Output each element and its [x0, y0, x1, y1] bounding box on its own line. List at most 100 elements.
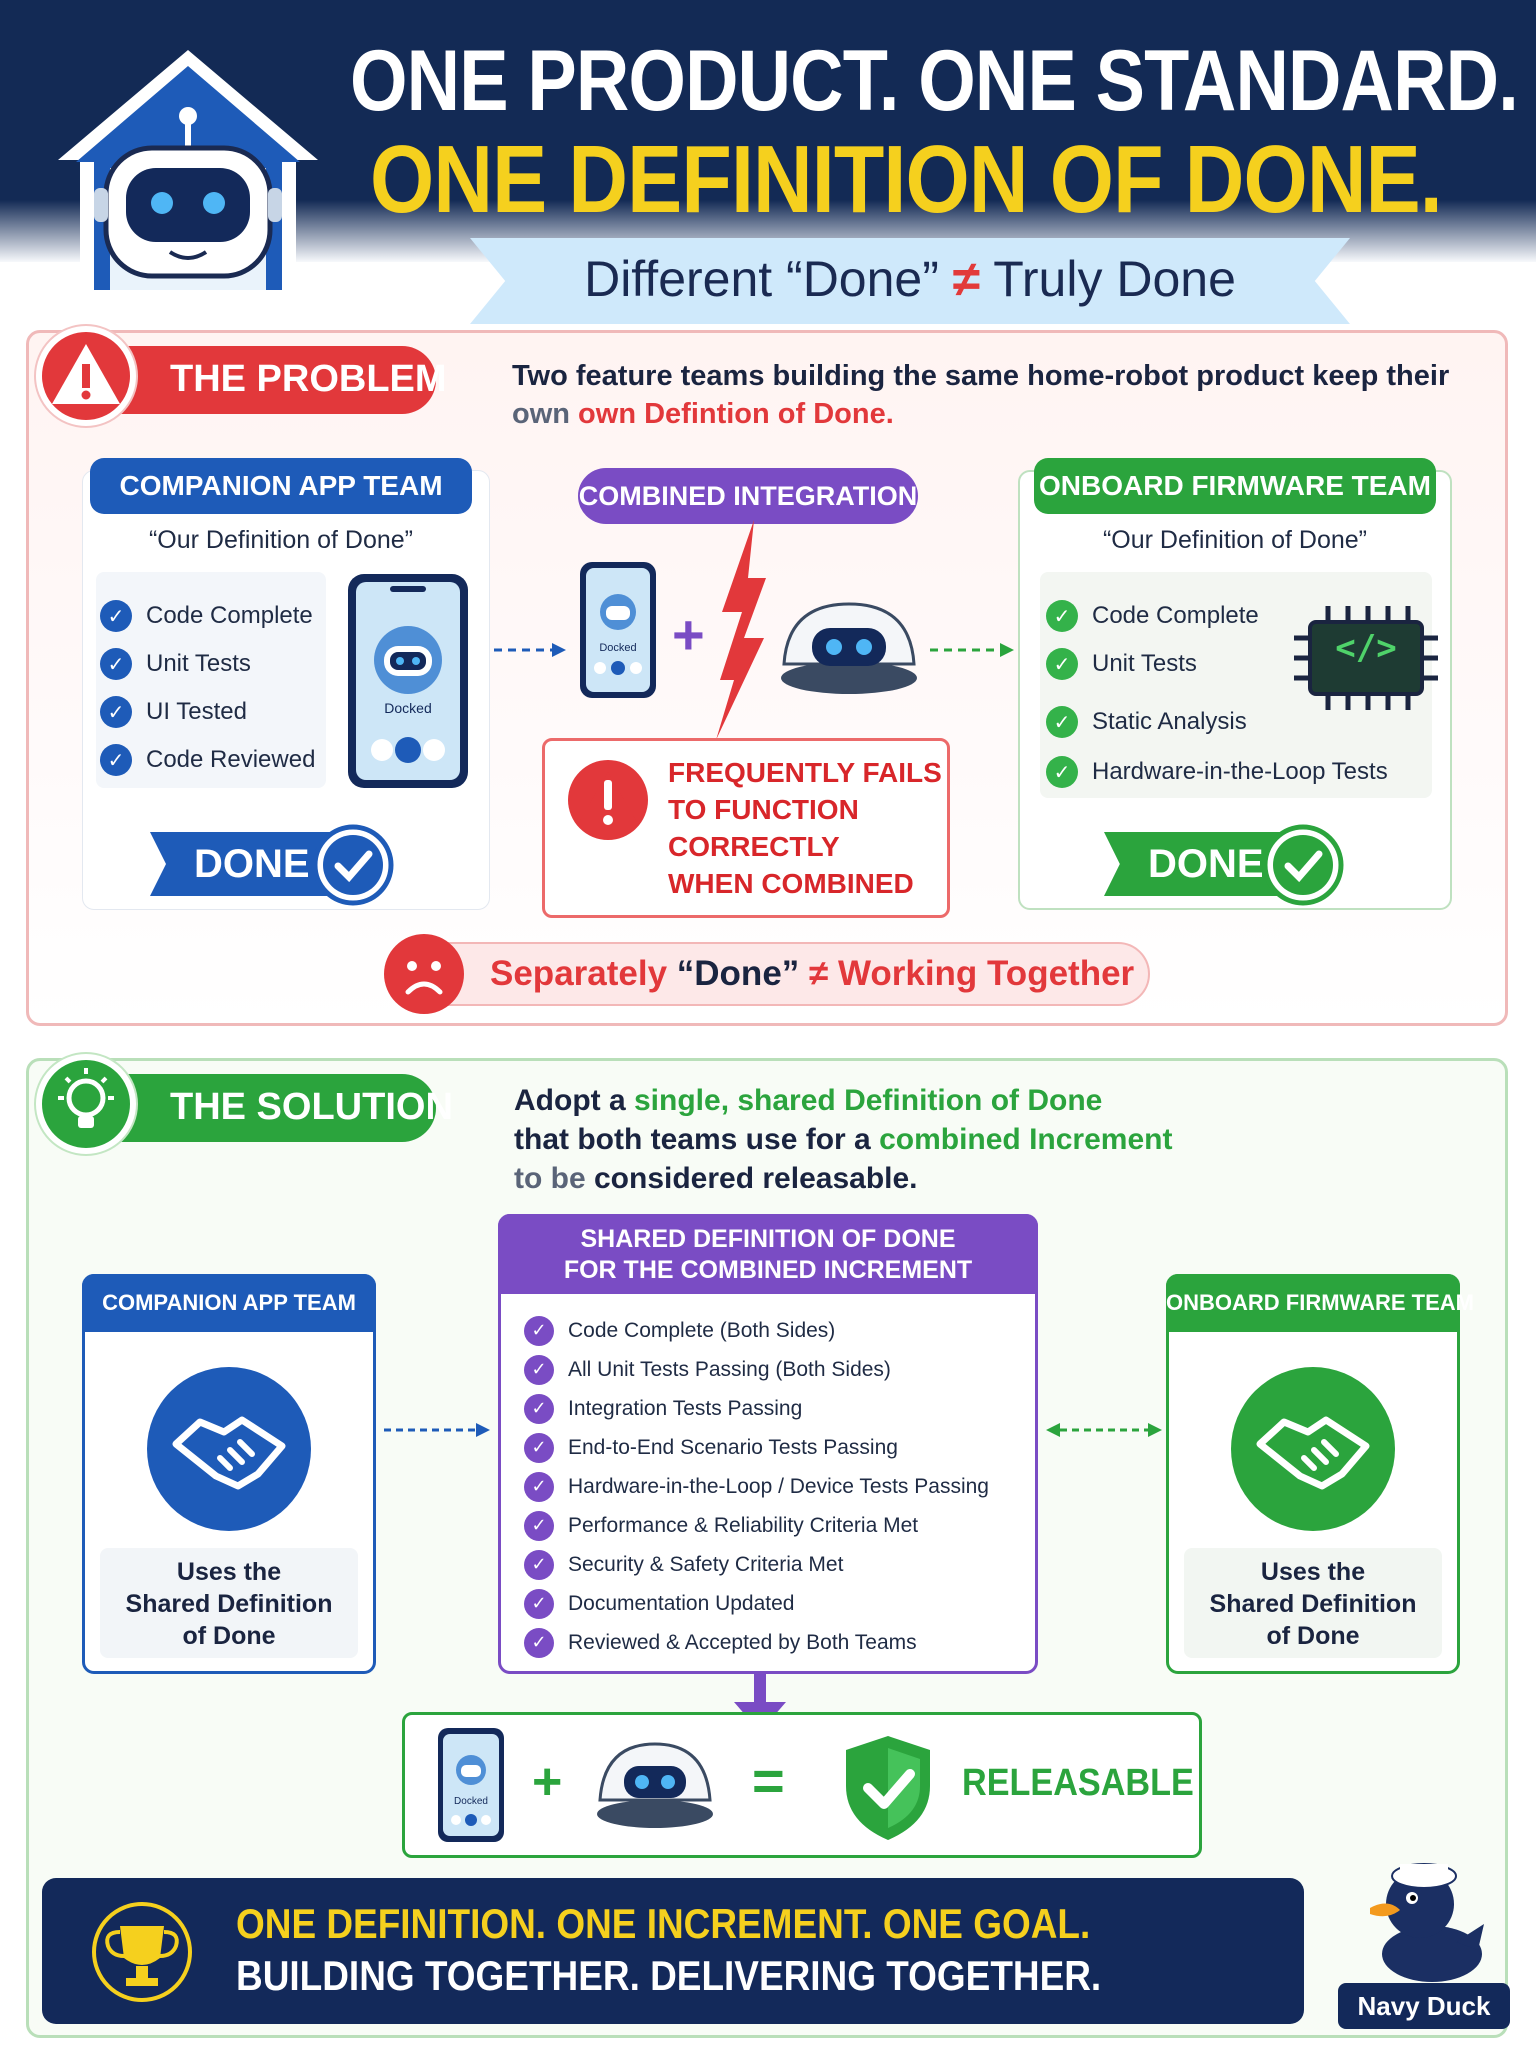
checklist-item-label: Unit Tests: [1092, 650, 1197, 677]
subtitle-ribbon: [470, 238, 1350, 324]
handshake-icon: [1230, 1366, 1396, 1537]
lightbulb-icon: [36, 1054, 136, 1154]
solution-intro-text: that both teams use for a: [514, 1123, 880, 1156]
checklist-item: ✓ Unit Tests: [1046, 640, 1388, 688]
checklist-item-label: Performance & Reliability Criteria Met: [568, 1513, 919, 1537]
phone-icon: [346, 572, 470, 795]
lightning-icon: [712, 520, 772, 745]
result-phone-label: Docked: [454, 1796, 488, 1807]
sad-face-icon: [382, 932, 466, 1021]
checklist-item: ✓Unit Tests: [100, 640, 315, 688]
integration-title: COMBINED INTEGRATION: [578, 468, 918, 524]
phone-docked-label: Docked: [384, 700, 432, 716]
solution-intro-text: to be: [514, 1162, 594, 1195]
footer-line1: ONE DEFINITION. ONE INCREMENT. ONE GOAL.: [236, 1900, 1091, 1947]
shared-dod-checklist: ✓Code Complete (Both Sides) ✓ All Unit Te…: [524, 1311, 989, 1662]
problem-tag: THE PROBLEM: [80, 346, 447, 414]
checklist-item-label: Documentation Updated: [568, 1591, 795, 1615]
check-icon: ✓: [524, 1315, 554, 1346]
check-icon: ✓: [524, 1471, 554, 1502]
ribbon-text-part2: Truly Done: [980, 251, 1236, 307]
phone-icon: [436, 1726, 506, 1849]
check-icon: ✓: [1046, 706, 1078, 738]
page-title-line2: ONE DEFINITION OF DONE.: [370, 126, 1443, 233]
check-icon: ✓: [524, 1510, 554, 1541]
checklist-item-label: Reviewed & Accepted by Both Teams: [568, 1630, 917, 1654]
robot-icon: [594, 1740, 716, 1837]
fail-line: CORRECTLY: [668, 831, 840, 862]
caption-line: Uses the: [1260, 1558, 1366, 1586]
checklist-item: ✓Code Complete (Both Sides): [524, 1311, 989, 1350]
check-icon: ✓: [1046, 648, 1078, 680]
solution-intro-text: Adopt a: [514, 1084, 634, 1117]
solution-app-caption: Uses the Shared Definition of Done: [100, 1556, 358, 1652]
fail-text: FREQUENTLY FAILS TO FUNCTION CORRECTLY W…: [668, 754, 942, 902]
verdict-part2: “Done”: [676, 954, 800, 993]
caption-line: Shared Definition: [1209, 1590, 1417, 1618]
verdict-banner: [404, 942, 1150, 1006]
releasable-label: RELEASABLE: [962, 1762, 1194, 1804]
check-icon: ✓: [524, 1588, 554, 1619]
arrow-icon: [1046, 1422, 1162, 1443]
caption-line: of Done: [182, 1622, 276, 1650]
not-equal-symbol: ≠: [799, 954, 838, 993]
problem-intro: Two feature teams building the same home…: [512, 357, 1502, 433]
solution-intro-highlight: single, shared Definition of Done: [634, 1084, 1103, 1117]
checklist-item: ✓Reviewed & Accepted by Both Teams: [524, 1623, 989, 1662]
firmware-checklist: ✓Code Complete ✓Unit Tests ✓Static Analy…: [1046, 592, 1388, 798]
checklist-item: ✓ Documentation Updated: [524, 1584, 989, 1623]
firmware-team-subtitle: “Our Definition of Done”: [1102, 526, 1367, 554]
checklist-item: ✓ Code Complete: [1046, 592, 1388, 640]
result-box: [402, 1712, 1202, 1858]
integration-phone-label: Docked: [599, 642, 637, 654]
checklist-item-label: Integration Tests Passing: [568, 1396, 803, 1420]
fail-line: TO FUNCTION: [668, 794, 859, 825]
caption-line: Shared Definition: [125, 1590, 333, 1618]
solution-app-team-title: COMPANION APP TEAM: [82, 1274, 376, 1332]
checklist-item-label: All Unit Tests Passing (Both Sides): [568, 1357, 891, 1381]
shared-dod-title-line2: FOR THE COMBINED INCREMENT: [563, 1256, 973, 1284]
checklist-item: ✓Code Reviewed: [100, 736, 315, 784]
not-equal-symbol: ≠: [952, 251, 981, 307]
check-icon: ✓: [100, 696, 132, 728]
trophy-icon: [80, 1900, 204, 2009]
duck-mascot-icon: [1360, 1846, 1492, 1991]
checklist-item: ✓ Hardware-in-the-Loop Tests: [1046, 746, 1388, 798]
app-team-title: COMPANION APP TEAM: [90, 458, 472, 514]
check-icon: ✓: [100, 600, 132, 632]
check-icon: ✓: [524, 1354, 554, 1385]
check-icon: ✓: [524, 1549, 554, 1580]
robot-house-icon: [48, 40, 328, 325]
problem-intro-line1: Two feature teams building the same home…: [512, 360, 1450, 392]
verdict-part1: Separately: [490, 954, 677, 993]
checklist-item-label: Code Complete: [146, 602, 313, 629]
shared-dod-title-line1: SHARED DEFINITION OF DONE: [580, 1225, 956, 1253]
check-icon: ✓: [1046, 600, 1078, 632]
checklist-item: ✓End-to-End Scenario Tests Passing: [524, 1428, 989, 1467]
checklist-item-label: Hardware-in-the-Loop / Device Tests Pass…: [568, 1474, 989, 1498]
arrow-icon: [384, 1422, 490, 1443]
firmware-team-title: ONBOARD FIRMWARE TEAM: [1034, 458, 1436, 514]
check-icon: ✓: [1046, 756, 1078, 788]
check-icon: ✓: [524, 1393, 554, 1424]
checklist-item-label: Code Reviewed: [146, 746, 316, 773]
check-icon: ✓: [524, 1432, 554, 1463]
arrow-icon: [930, 642, 1014, 663]
brand-label: Navy Duck: [1338, 1983, 1510, 2029]
checklist-item-label: Code Complete: [1092, 602, 1259, 629]
chip-code-label: </>: [1335, 628, 1397, 668]
verdict-text: Separately “Done” ≠ Working Together: [490, 954, 1134, 994]
checklist-item: ✓ Integration Tests Passing: [524, 1389, 989, 1428]
caption-line: Uses the: [176, 1558, 282, 1586]
done-check-icon: [312, 824, 394, 911]
page-title-line1: ONE PRODUCT. ONE STANDARD.: [350, 33, 1519, 129]
app-done-badge: DONE: [150, 832, 350, 896]
fail-line: WHEN COMBINED: [668, 868, 914, 899]
shared-dod-title: SHARED DEFINITION OF DONE FOR THE COMBIN…: [498, 1214, 1038, 1294]
arrow-icon: [494, 642, 566, 663]
checklist-item-label: Hardware-in-the-Loop Tests: [1092, 758, 1388, 785]
warning-icon: [566, 758, 650, 847]
integration-phone-icon: [578, 560, 658, 705]
problem-intro-prefix: own: [512, 398, 579, 430]
done-check-icon: [1262, 824, 1344, 911]
